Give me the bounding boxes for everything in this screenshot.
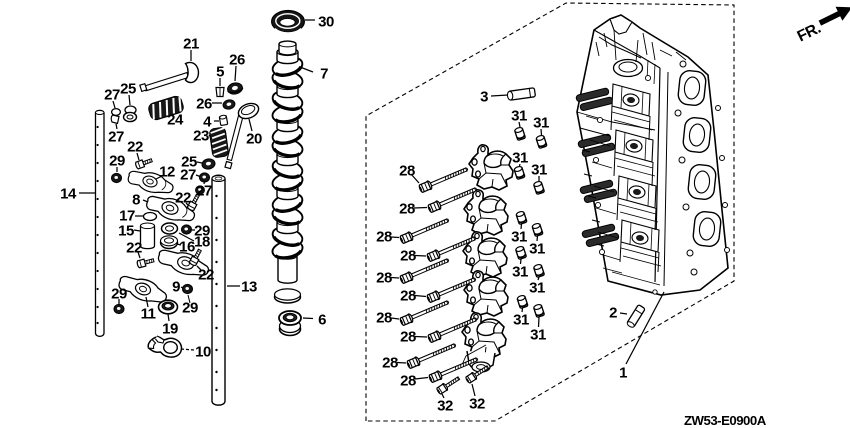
svg-text:28: 28	[400, 372, 416, 389]
svg-text:28: 28	[400, 328, 416, 345]
svg-text:29: 29	[194, 222, 210, 239]
svg-text:12: 12	[159, 163, 175, 180]
svg-text:ZW53-E0900A: ZW53-E0900A	[684, 413, 767, 428]
svg-text:31: 31	[513, 311, 529, 328]
svg-text:17: 17	[119, 207, 135, 224]
svg-text:28: 28	[376, 309, 392, 326]
svg-text:26: 26	[229, 51, 245, 68]
svg-text:28: 28	[399, 162, 415, 179]
svg-text:25: 25	[181, 153, 197, 170]
svg-text:32: 32	[469, 395, 485, 412]
svg-text:29: 29	[109, 152, 125, 169]
svg-text:15: 15	[118, 222, 134, 239]
svg-text:27: 27	[104, 86, 120, 103]
svg-text:4: 4	[203, 113, 212, 130]
svg-text:28: 28	[400, 287, 416, 304]
svg-text:22: 22	[198, 266, 214, 283]
svg-text:31: 31	[512, 263, 528, 280]
svg-text:7: 7	[320, 65, 328, 82]
svg-text:31: 31	[531, 161, 547, 178]
svg-text:27: 27	[180, 166, 196, 183]
svg-text:19: 19	[162, 320, 178, 337]
svg-text:24: 24	[167, 111, 184, 128]
svg-text:28: 28	[376, 228, 392, 245]
svg-text:32: 32	[437, 397, 453, 414]
svg-text:22: 22	[126, 239, 142, 256]
svg-text:3: 3	[480, 88, 488, 105]
svg-text:29: 29	[111, 285, 127, 302]
svg-text:31: 31	[511, 107, 527, 124]
svg-text:28: 28	[399, 200, 415, 217]
svg-text:22: 22	[175, 189, 191, 206]
svg-text:28: 28	[376, 269, 392, 286]
svg-text:20: 20	[246, 130, 262, 147]
svg-text:31: 31	[512, 149, 528, 166]
svg-text:5: 5	[216, 63, 224, 80]
svg-text:14: 14	[60, 185, 77, 202]
svg-text:29: 29	[182, 299, 198, 316]
svg-text:9: 9	[172, 278, 180, 295]
svg-text:27: 27	[108, 128, 124, 145]
svg-text:11: 11	[141, 305, 156, 322]
svg-text:28: 28	[400, 247, 416, 264]
svg-text:23: 23	[193, 127, 209, 144]
svg-text:31: 31	[529, 279, 545, 296]
svg-text:10: 10	[195, 343, 211, 360]
svg-text:31: 31	[511, 228, 527, 245]
svg-text:25: 25	[120, 80, 136, 97]
svg-text:2: 2	[609, 304, 617, 321]
svg-text:6: 6	[318, 311, 326, 328]
svg-text:31: 31	[529, 240, 545, 257]
svg-text:28: 28	[382, 354, 398, 371]
svg-text:18: 18	[194, 233, 210, 250]
svg-text:26: 26	[196, 95, 212, 112]
svg-text:1: 1	[619, 364, 627, 381]
svg-text:16: 16	[179, 238, 195, 255]
svg-text:27: 27	[196, 182, 212, 199]
svg-text:8: 8	[132, 191, 140, 208]
svg-text:21: 21	[183, 35, 199, 52]
svg-text:31: 31	[530, 326, 546, 343]
svg-text:13: 13	[241, 278, 257, 295]
svg-text:31: 31	[533, 114, 549, 131]
svg-text:22: 22	[127, 138, 143, 155]
svg-text:30: 30	[318, 13, 334, 30]
